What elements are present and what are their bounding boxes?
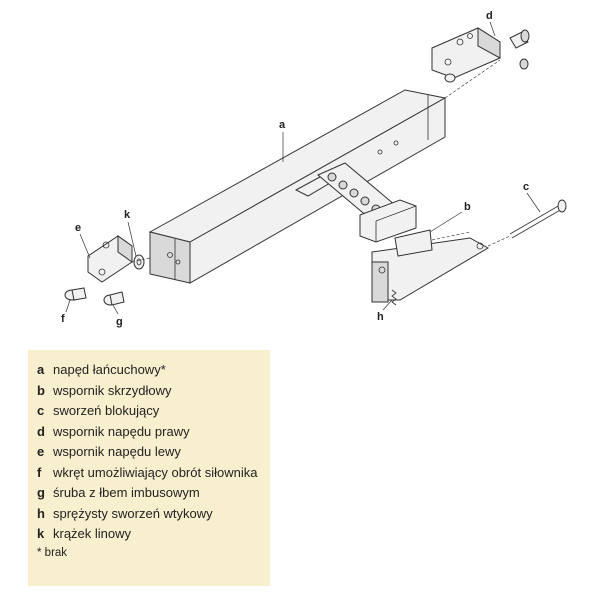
callout-g: g	[116, 316, 123, 328]
left-drive-bracket	[87, 235, 133, 283]
rotation-screw	[64, 287, 87, 301]
callout-f: f	[61, 313, 65, 325]
right-drive-bracket	[431, 27, 501, 99]
callout-k: k	[124, 209, 131, 221]
callout-c: c	[523, 181, 529, 193]
legend-text: wkręt umożliwiający obrót siłownika	[53, 464, 258, 480]
legend-item: h sprężysty sworzeń wtykowy	[37, 504, 262, 525]
callout-a: a	[279, 119, 286, 131]
locking-pin	[487, 199, 567, 247]
leader-k	[127, 221, 137, 257]
leader-c	[526, 192, 541, 213]
legend-item: f wkręt umożliwiający obrót siłownika	[37, 463, 262, 484]
leader-h	[382, 299, 393, 311]
leader-g	[112, 304, 119, 315]
legend-item: c sworzeń blokujący	[37, 401, 262, 422]
legend-text: wspornik skrzydłowy	[53, 382, 172, 398]
legend-key: g	[37, 485, 45, 500]
spring-plug-pin	[391, 289, 397, 306]
right-bracket-screw	[509, 29, 530, 70]
legend-text: sprężysty sworzeń wtykowy	[53, 505, 213, 521]
legend-footnote: * brak	[37, 546, 68, 559]
legend-key: e	[37, 444, 45, 459]
legend-key: f	[37, 464, 42, 480]
legend-key: k	[37, 526, 45, 541]
callout-h: h	[377, 311, 384, 323]
legend-item: a napęd łańcuchowy*	[37, 360, 262, 381]
leader-f	[65, 299, 71, 313]
cable-pulley	[133, 254, 145, 270]
legend-key: a	[37, 362, 45, 377]
exploded-assembly-diagram: a b c d e f g h k	[61, 10, 567, 328]
leader-b	[429, 211, 463, 233]
legend-key: b	[37, 382, 45, 398]
callout-d: d	[486, 10, 493, 22]
legend-item: d wspornik napędu prawy	[37, 422, 262, 443]
legend-item: b wspornik skrzydłowy	[37, 381, 262, 402]
sash-bracket	[371, 229, 490, 303]
legend-text: wspornik napędu lewy	[53, 444, 181, 459]
leader-d	[489, 21, 496, 37]
callout-b: b	[464, 201, 471, 213]
legend-text: śruba z łbem imbusowym	[53, 485, 200, 500]
left-assembly-dashline	[131, 257, 151, 263]
hex-socket-bolt	[103, 291, 125, 306]
legend-item: k krążek linowy	[37, 524, 262, 545]
leader-e	[79, 233, 91, 259]
chain-end-fitting	[359, 199, 417, 243]
legend-text: sworzeń blokujący	[53, 403, 160, 418]
legend-text: napęd łańcuchowy*	[53, 362, 166, 377]
legend-item: g śruba z łbem imbusowym	[37, 483, 262, 504]
legend-text: krążek linowy	[53, 526, 132, 541]
legend-key: h	[37, 505, 45, 521]
legend-item: e wspornik napędu lewy	[37, 442, 262, 463]
callout-e: e	[75, 222, 81, 234]
legend-key: c	[37, 403, 45, 418]
legend-text: wspornik napędu prawy	[53, 423, 190, 439]
legend-key: d	[37, 423, 45, 439]
